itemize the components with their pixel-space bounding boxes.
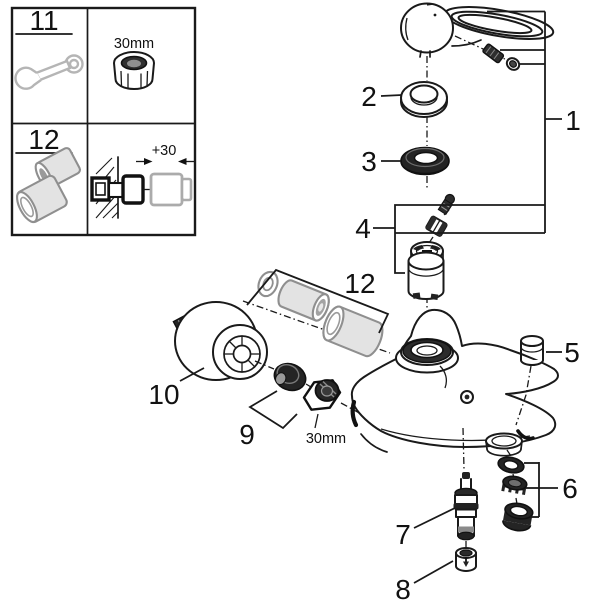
callout-bracket-1: 1 bbox=[487, 10, 581, 233]
wall-mount-diagram: +30 bbox=[90, 143, 194, 219]
filter-insert bbox=[273, 362, 307, 392]
inset-label-11: 11 bbox=[29, 5, 58, 36]
extension-adapter-2 bbox=[322, 305, 384, 358]
dimension-arrow-right bbox=[178, 158, 187, 165]
part-5-sleeve: 5 bbox=[515, 335, 580, 426]
faucet-body bbox=[350, 308, 559, 457]
callout-8: 8 bbox=[395, 574, 411, 600]
callout-2: 2 bbox=[361, 81, 377, 112]
part-12-extensions: 12 bbox=[242, 268, 391, 358]
open-end-wrench-icon bbox=[14, 54, 84, 90]
callout-1: 1 bbox=[565, 105, 581, 136]
leader-30mm bbox=[314, 413, 319, 429]
part-8-valve: 8 bbox=[395, 547, 477, 600]
callout-4: 4 bbox=[355, 213, 371, 244]
wall-union-bore bbox=[95, 182, 106, 196]
callout-9: 9 bbox=[239, 419, 255, 450]
inset-nut-30mm: 30mm bbox=[113, 36, 155, 90]
leader-7 bbox=[413, 507, 456, 529]
leader-8 bbox=[413, 560, 454, 584]
leader-10 bbox=[179, 367, 205, 382]
part-2-ring: 2 bbox=[361, 81, 448, 118]
inset-item-11: 11 bbox=[14, 5, 84, 90]
callout-bracket-6: 6 bbox=[524, 462, 578, 518]
mousseur-ring bbox=[502, 502, 534, 532]
part-9-nut-filter: 30mm 9 bbox=[239, 362, 364, 450]
inset-panel: 11 30mm 12 bbox=[10, 5, 197, 237]
nut-30mm-icon bbox=[113, 51, 155, 90]
callout-7: 7 bbox=[395, 519, 411, 550]
callout-3: 3 bbox=[361, 146, 377, 177]
body-left-inlet-shadow bbox=[350, 399, 359, 428]
handle-screw-cap bbox=[505, 57, 521, 71]
nut-size-label: 30mm bbox=[114, 36, 154, 52]
extension-unions-icon bbox=[16, 147, 81, 224]
nut-size-annotation: 30mm bbox=[306, 431, 346, 447]
part-7-cartridge: 7 bbox=[395, 427, 479, 550]
dimension-arrow-left bbox=[144, 158, 153, 165]
part-6-ring-stack: 6 bbox=[497, 449, 578, 532]
callout-5: 5 bbox=[564, 337, 580, 368]
o-ring bbox=[497, 456, 525, 474]
part-3-ring: 3 bbox=[361, 146, 450, 177]
extension-piece-gray bbox=[149, 172, 184, 207]
extension-adapter-1 bbox=[277, 279, 330, 322]
part-10-union: 10 bbox=[148, 301, 275, 410]
union-nut-30mm bbox=[302, 379, 342, 411]
callout-12: 12 bbox=[344, 268, 375, 299]
extension-end-cap bbox=[180, 177, 193, 202]
handle-set-screw bbox=[482, 43, 505, 64]
part-4-cartridge-group: 4 bbox=[355, 193, 545, 301]
callout-bracket-12 bbox=[246, 268, 390, 334]
body-right-underside-shadow bbox=[516, 429, 535, 441]
handle-indicator-dot bbox=[433, 13, 437, 17]
callout-bracket-4: 4 bbox=[355, 204, 545, 274]
lever-handle bbox=[400, 2, 555, 67]
flow-ring bbox=[501, 475, 528, 496]
callout-6: 6 bbox=[562, 473, 578, 504]
callout-bracket-9 bbox=[248, 390, 298, 430]
cartridge bbox=[407, 241, 445, 301]
inset-label-12: 12 bbox=[28, 124, 59, 155]
body-outlet bbox=[485, 432, 523, 457]
dimension-label: +30 bbox=[152, 143, 177, 159]
union-nut-piece bbox=[121, 174, 145, 205]
sleeve-axis bbox=[515, 365, 532, 426]
extensions-axis bbox=[242, 300, 391, 354]
union-socket-splines bbox=[224, 336, 260, 372]
handle-indicator-mark bbox=[426, 3, 435, 6]
callout-10: 10 bbox=[148, 379, 179, 410]
union-mid-piece bbox=[107, 181, 125, 199]
inset-item-12: 12 bbox=[15, 124, 81, 224]
dimension-plus30: +30 bbox=[136, 143, 194, 165]
leader-2 bbox=[380, 94, 403, 97]
